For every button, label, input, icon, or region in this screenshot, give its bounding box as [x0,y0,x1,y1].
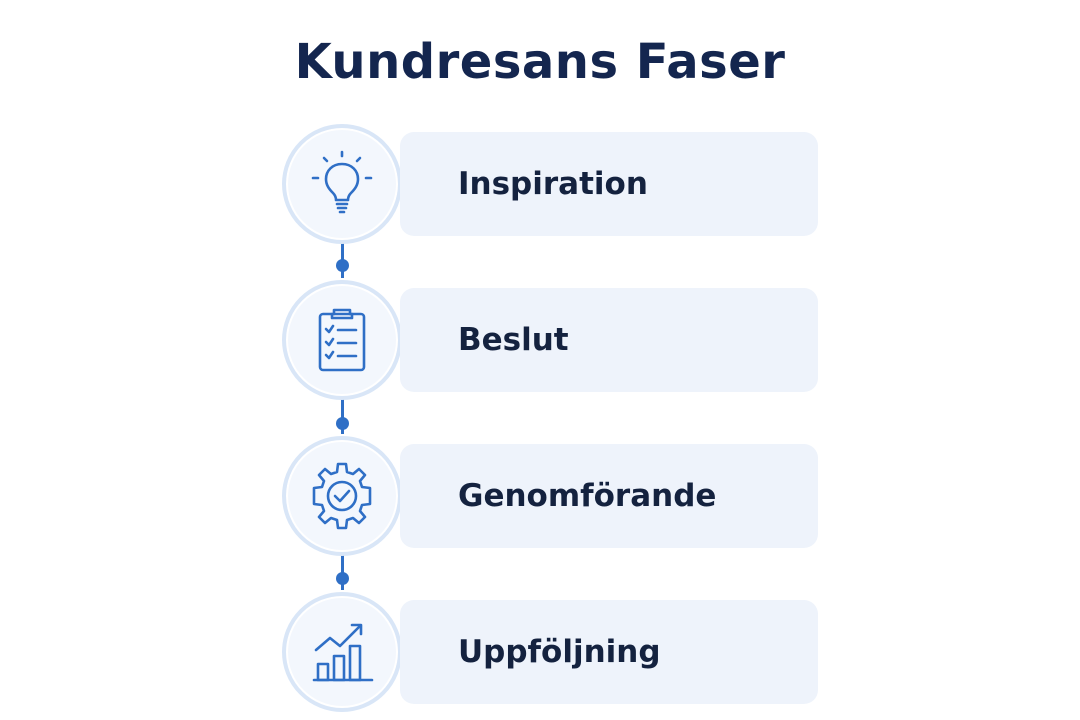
phase-step: Beslut [0,280,1080,400]
phase-step: Genomförande [0,436,1080,556]
icon-circle [282,436,402,556]
connector-dot [336,417,349,430]
phase-label: Beslut [458,322,569,358]
page-title: Kundresans Faser [294,34,786,90]
phase-label: Inspiration [458,166,648,202]
icon-circle [282,280,402,400]
connector-dot [336,259,349,272]
icon-circle [282,124,402,244]
phase-step: Inspiration [0,124,1080,244]
connector-line [341,550,344,590]
phase-label: Genomförande [458,478,717,514]
connector-line [341,394,344,434]
phase-card: Inspiration [400,132,818,236]
growth-chart-icon [312,623,374,682]
checklist-clipboard-icon [318,308,366,372]
phase-card: Beslut [400,288,818,392]
lightbulb-icon [311,150,373,214]
icon-circle [282,592,402,712]
phase-card: Uppföljning [400,600,818,704]
connector-line [341,238,344,278]
connector-dot [336,572,349,585]
gear-check-icon [312,462,372,530]
phase-card: Genomförande [400,444,818,548]
phase-step: Uppföljning [0,592,1080,712]
phase-label: Uppföljning [458,634,661,670]
